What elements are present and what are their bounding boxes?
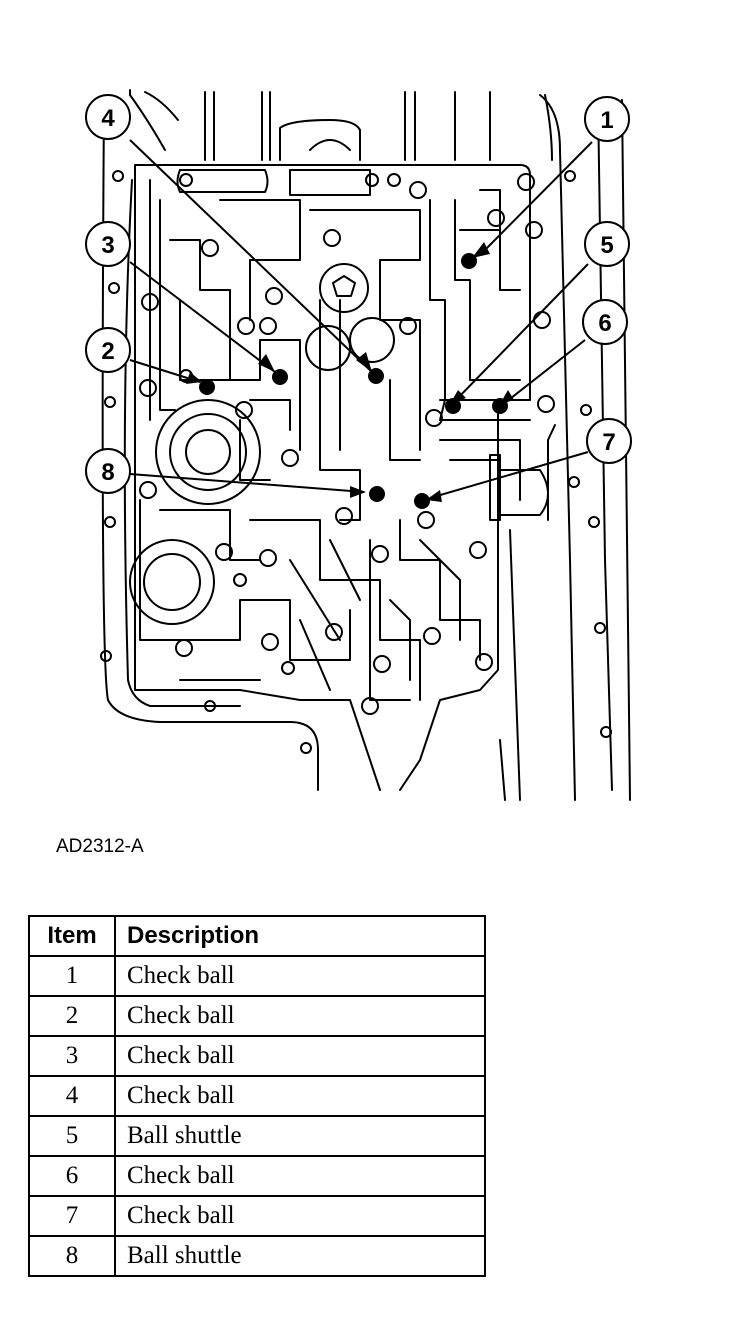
item-number: 3	[28, 1035, 116, 1077]
item-number: 6	[28, 1155, 116, 1197]
callout-3: 3	[101, 232, 114, 259]
check-ball-1-dot	[461, 253, 477, 269]
item-description: Check ball	[114, 955, 486, 997]
check-ball-7-dot	[414, 493, 430, 509]
callout-5: 5	[600, 232, 613, 259]
callout-1: 1	[600, 107, 613, 134]
item-number: 7	[28, 1195, 116, 1237]
item-description: Check ball	[114, 1035, 486, 1077]
figure-id-label: AD2312-A	[56, 836, 144, 857]
table-row: 5 Ball shuttle	[28, 1115, 486, 1157]
table-row: 8 Ball shuttle	[28, 1235, 486, 1277]
legend-header-row: Item Description	[28, 915, 486, 957]
ball-shuttle-5-dot	[445, 398, 461, 414]
table-row: 6 Check ball	[28, 1155, 486, 1197]
callout-6: 6	[598, 310, 611, 337]
item-number: 2	[28, 995, 116, 1037]
callout-8: 8	[101, 459, 114, 486]
item-number: 5	[28, 1115, 116, 1157]
description-header: Description	[114, 915, 486, 957]
table-row: 7 Check ball	[28, 1195, 486, 1237]
item-description: Check ball	[114, 995, 486, 1037]
check-ball-3-dot	[272, 369, 288, 385]
item-description: Check ball	[114, 1195, 486, 1237]
item-number: 8	[28, 1235, 116, 1277]
callout-4: 4	[101, 105, 115, 132]
callout-7: 7	[602, 429, 615, 456]
table-row: 3 Check ball	[28, 1035, 486, 1077]
item-description: Ball shuttle	[114, 1235, 486, 1277]
item-number: 4	[28, 1075, 116, 1117]
item-number: 1	[28, 955, 116, 997]
table-row: 4 Check ball	[28, 1075, 486, 1117]
valve-body-diagram: 1 2 3 4 5 6 7 8	[85, 89, 632, 801]
item-description: Ball shuttle	[114, 1115, 486, 1157]
table-row: 1 Check ball	[28, 955, 486, 997]
table-row: 2 Check ball	[28, 995, 486, 1037]
check-ball-2-dot	[199, 379, 215, 395]
check-ball-4-dot	[368, 368, 384, 384]
check-ball-6-dot	[492, 398, 508, 414]
item-description: Check ball	[114, 1155, 486, 1197]
ball-shuttle-8-dot	[369, 486, 385, 502]
item-header: Item	[28, 915, 116, 957]
legend-table: Item Description 1 Check ball 2 Check ba…	[28, 915, 486, 1277]
callout-2: 2	[101, 338, 114, 365]
item-description: Check ball	[114, 1075, 486, 1117]
